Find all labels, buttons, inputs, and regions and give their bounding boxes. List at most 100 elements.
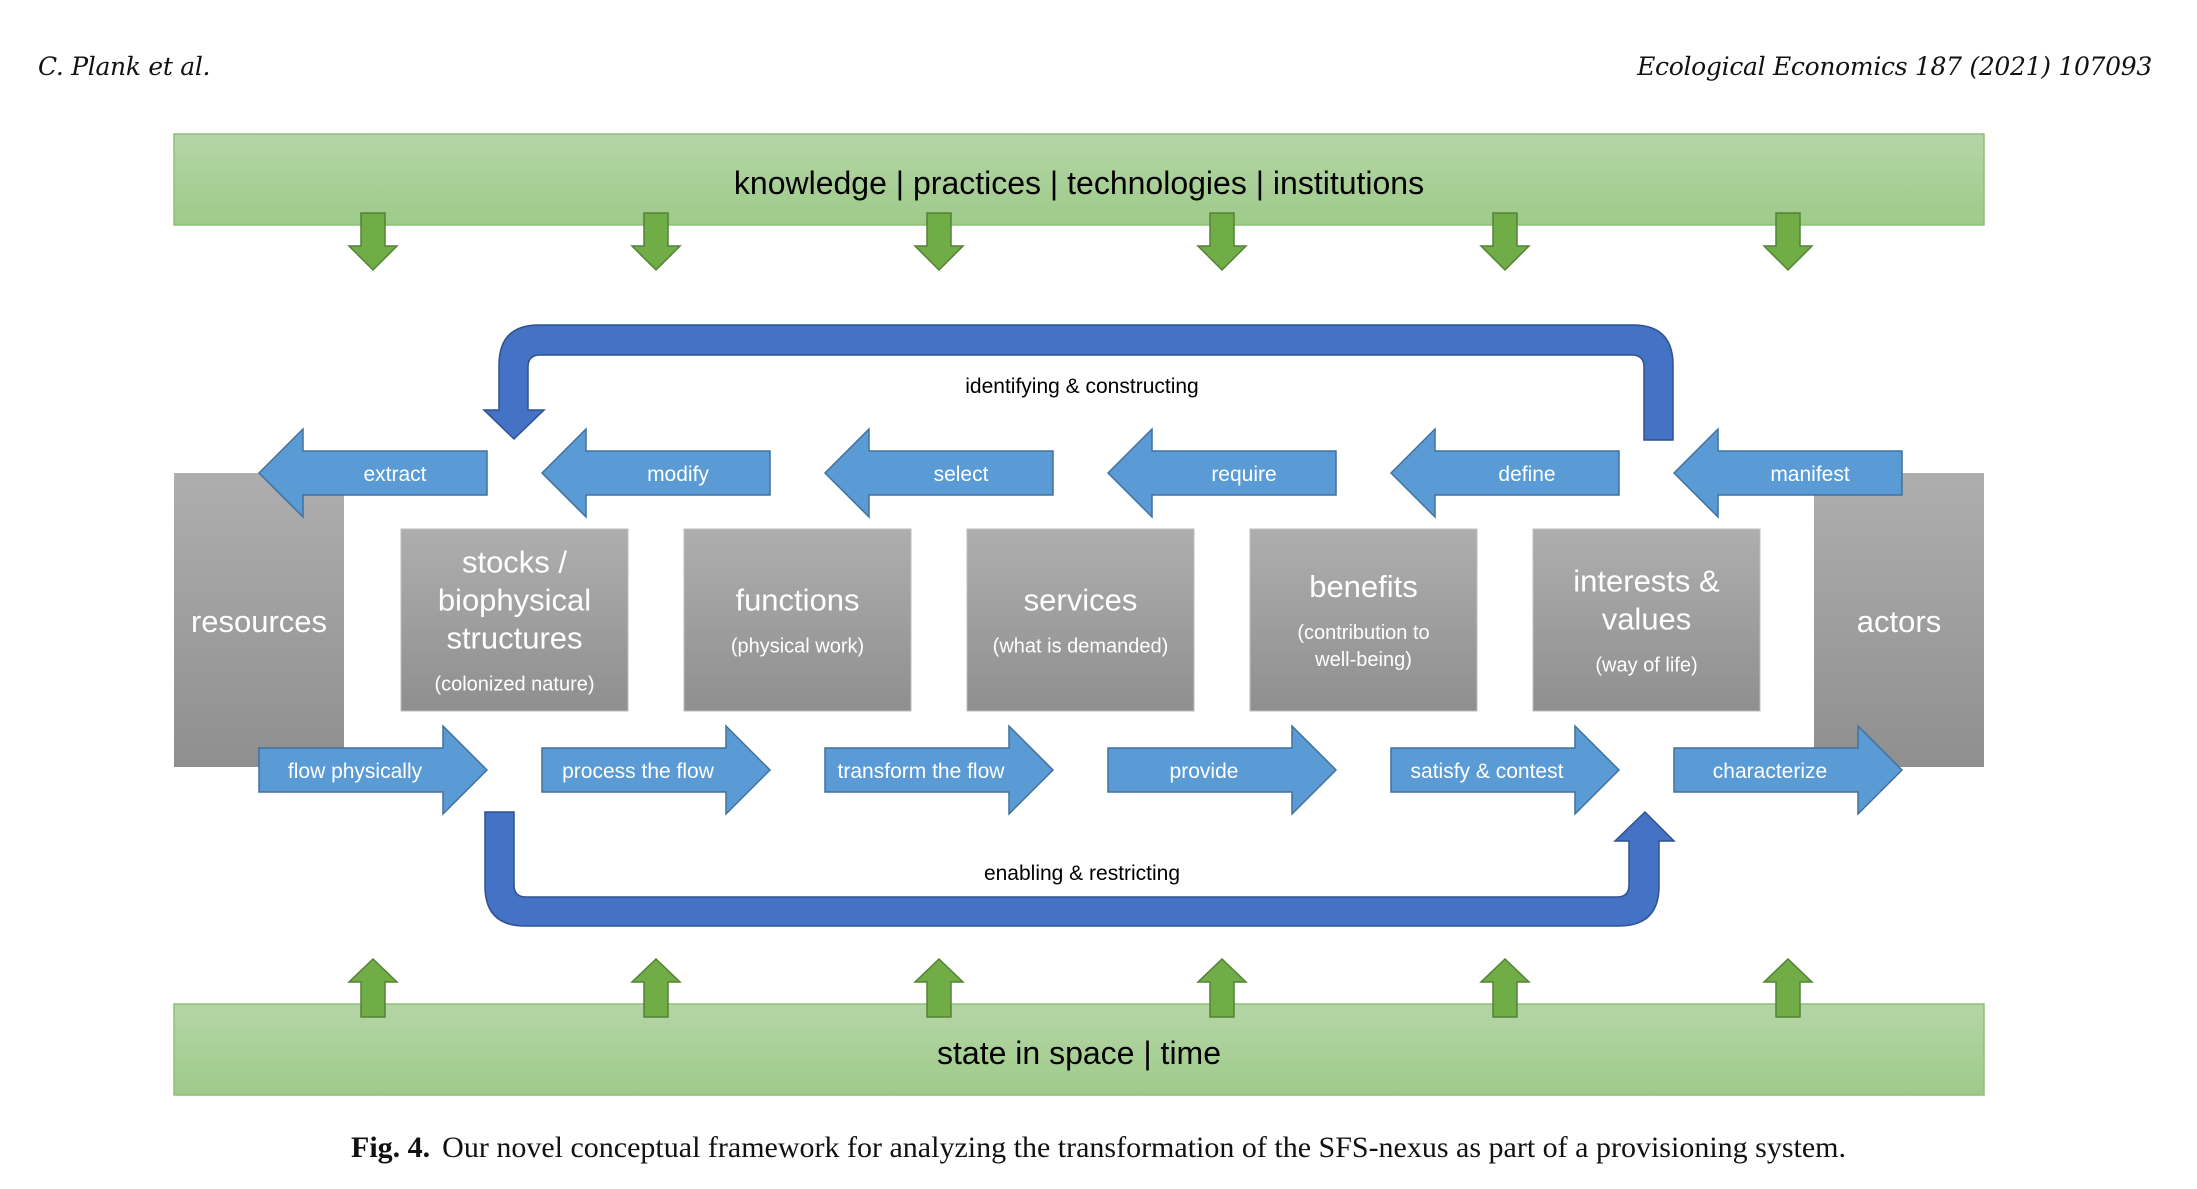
arrow-label: characterize xyxy=(1713,760,1827,783)
top-bar-label: knowledge | practices | technologies | i… xyxy=(734,165,1424,201)
top-loop-label: identifying & constructing xyxy=(965,375,1198,398)
right-arrow-icon xyxy=(824,724,1055,816)
bottom-bar-arrows xyxy=(347,957,1814,1018)
forward-arrow-satisfy-contest: satisfy & contest xyxy=(1390,724,1621,816)
box-subtitle: (colonized nature) xyxy=(434,674,594,696)
arrow-label: manifest xyxy=(1770,463,1850,486)
arrow-label: extract xyxy=(363,463,426,486)
running-head-authors: C. Plank et al. xyxy=(38,52,211,81)
box-subtitle: (way of life) xyxy=(1595,655,1697,677)
forward-arrow-provide: provide xyxy=(1107,724,1338,816)
top-bar-rect xyxy=(173,133,1985,226)
up-arrow-icon xyxy=(630,957,682,1018)
backward-arrow-require: require xyxy=(1106,427,1337,519)
box-rect xyxy=(400,528,629,712)
forward-arrow-transform-the-flow: transform the flow xyxy=(824,724,1055,816)
arrow-label: modify xyxy=(647,463,709,486)
arrow-label: satisfy & contest xyxy=(1411,760,1564,783)
caption-label: Fig. 4. xyxy=(351,1131,431,1164)
actors-rect xyxy=(1814,473,1984,767)
arrow-label: process the flow xyxy=(562,760,715,783)
actors-box: actors xyxy=(1814,473,1984,767)
down-arrow-icon xyxy=(347,212,399,272)
box-subtitle: (contribution to xyxy=(1297,622,1429,644)
up-arrow-icon xyxy=(1762,957,1814,1018)
box-title: structures xyxy=(446,621,582,656)
forward-arrow-characterize: characterize xyxy=(1673,724,1904,816)
running-head-journal: Ecological Economics 187 (2021) 107093 xyxy=(1637,52,2152,81)
box-rect xyxy=(1532,528,1761,712)
right-arrow-icon xyxy=(541,724,772,816)
top-context-bar: knowledge | practices | technologies | i… xyxy=(173,133,1985,226)
box-title: biophysical xyxy=(438,583,591,618)
left-arrow-icon xyxy=(540,427,771,519)
box-subtitle: well-being) xyxy=(1314,649,1412,671)
actors-label: actors xyxy=(1857,604,1941,639)
system-element-box: interests &values (way of life) xyxy=(1532,528,1761,712)
system-element-box: functions (physical work) xyxy=(683,528,912,712)
top-feedback-loop: identifying & constructing xyxy=(482,324,1674,441)
right-arrow-icon xyxy=(1107,724,1338,816)
backward-arrow-manifest: manifest xyxy=(1672,427,1903,519)
box-title: services xyxy=(1024,583,1138,618)
backward-arrow-select: select xyxy=(823,427,1054,519)
box-rect xyxy=(683,528,912,712)
system-element-box: benefits (contribution to well-being) xyxy=(1249,528,1478,712)
right-arrow-icon xyxy=(1673,724,1904,816)
backward-arrow-modify: modify xyxy=(540,427,771,519)
arrow-label: transform the flow xyxy=(838,760,1006,783)
up-arrow-icon xyxy=(1196,957,1248,1018)
arrow-label: flow physically xyxy=(288,760,423,783)
left-arrow-icon xyxy=(1389,427,1620,519)
right-arrow-icon xyxy=(258,724,489,816)
left-arrow-icon xyxy=(1672,427,1903,519)
bottom-loop-label: enabling & restricting xyxy=(984,862,1180,885)
box-title: values xyxy=(1602,602,1692,637)
box-rect xyxy=(1249,528,1478,712)
bottom-bar-label: state in space | time xyxy=(937,1035,1221,1071)
bottom-loop-arrow xyxy=(484,810,1676,927)
up-arrow-icon xyxy=(1479,957,1531,1018)
arrow-label: require xyxy=(1211,463,1276,486)
down-arrow-icon xyxy=(630,212,682,272)
down-arrow-icon xyxy=(1762,212,1814,272)
caption-text: Our novel conceptual framework for analy… xyxy=(442,1131,1846,1164)
top-loop-arrow xyxy=(482,324,1674,441)
up-arrow-icon xyxy=(913,957,965,1018)
arrow-label: define xyxy=(1498,463,1555,486)
resources-box: resources xyxy=(174,473,344,767)
resources-rect xyxy=(174,473,344,767)
box-subtitle: (what is demanded) xyxy=(993,636,1169,658)
forward-arrows-row: flow physically process the flow transform… xyxy=(258,724,1904,816)
box-title: functions xyxy=(735,583,859,618)
down-arrow-icon xyxy=(1196,212,1248,272)
backward-arrow-define: define xyxy=(1389,427,1620,519)
figure-caption: Fig. 4. Our novel conceptual framework fo… xyxy=(0,1131,2197,1165)
right-arrow-icon xyxy=(1390,724,1621,816)
box-rect xyxy=(966,528,1195,712)
top-bar-arrows xyxy=(347,212,1814,272)
box-title: benefits xyxy=(1309,569,1418,604)
forward-arrow-flow-physically: flow physically xyxy=(258,724,489,816)
left-arrow-icon xyxy=(257,427,488,519)
down-arrow-icon xyxy=(1479,212,1531,272)
arrow-label: provide xyxy=(1170,760,1239,783)
box-subtitle: (physical work) xyxy=(731,636,864,658)
left-arrow-icon xyxy=(823,427,1054,519)
bottom-feedback-loop: enabling & restricting xyxy=(484,810,1676,927)
arrow-label: select xyxy=(934,463,989,486)
up-arrow-icon xyxy=(347,957,399,1018)
down-arrow-icon xyxy=(913,212,965,272)
box-title: stocks / xyxy=(462,545,567,580)
resources-label: resources xyxy=(191,604,327,639)
box-title: interests & xyxy=(1573,564,1720,599)
system-element-box: services (what is demanded) xyxy=(966,528,1195,712)
left-arrow-icon xyxy=(1106,427,1337,519)
bottom-context-bar: state in space | time xyxy=(173,1003,1985,1096)
backward-arrows-row: extract modify select require define manifest xyxy=(257,427,1903,519)
forward-arrow-process-the-flow: process the flow xyxy=(541,724,772,816)
bottom-bar-rect xyxy=(173,1003,1985,1096)
